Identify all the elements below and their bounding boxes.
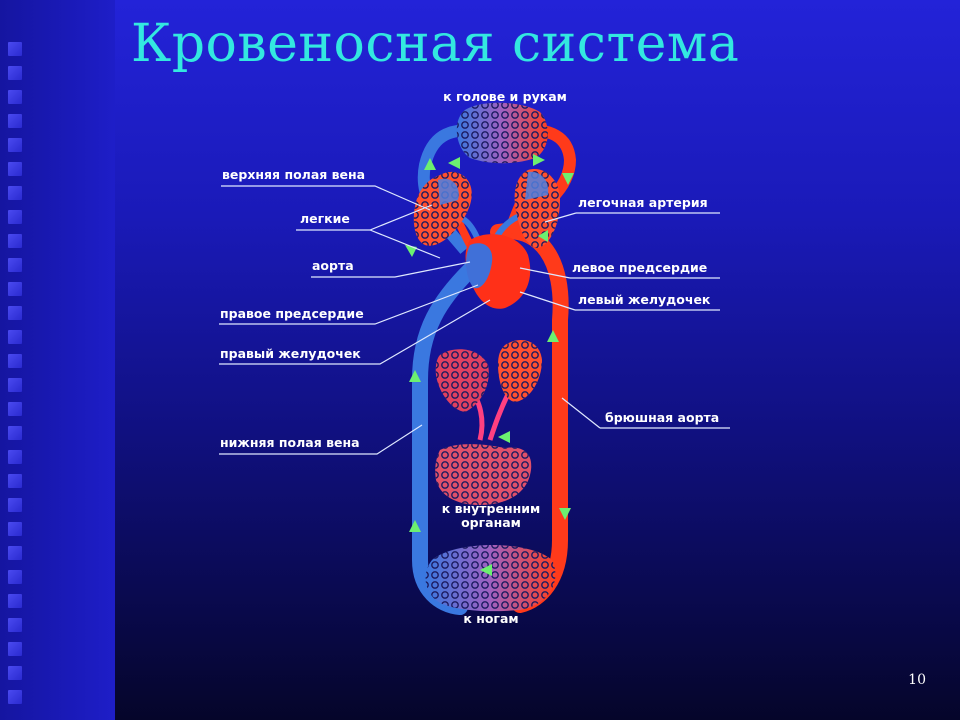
decoration-square (8, 594, 22, 608)
arrow-icon (498, 431, 510, 443)
decoration-square (8, 690, 22, 704)
label-legs: к ногам (463, 611, 518, 626)
label-right-ventricle: правый желудочек (220, 346, 361, 361)
decoration-square (8, 450, 22, 464)
flow-arrows (405, 154, 574, 576)
arrow-icon (480, 564, 492, 576)
label-internal-organs-line1: к внутренним (442, 501, 540, 516)
decoration-square (8, 522, 22, 536)
decoration-square (8, 114, 22, 128)
decoration-square (8, 618, 22, 632)
side-decoration-strip (0, 0, 115, 720)
label-aorta: аорта (312, 258, 354, 273)
arrow-icon (424, 158, 436, 170)
labels: к голове и рукам верхняя полая вена легк… (220, 89, 719, 626)
decoration-square (8, 66, 22, 80)
decoration-square (8, 402, 22, 416)
arrow-icon (538, 230, 548, 242)
label-superior-vena-cava: верхняя полая вена (222, 167, 365, 182)
label-internal-organs-line2: органам (461, 515, 521, 530)
arrow-icon (409, 370, 421, 382)
decoration-square (8, 162, 22, 176)
decoration-square (8, 90, 22, 104)
label-lungs: легкие (300, 211, 350, 226)
page-number: 10 (908, 672, 926, 688)
leader-lines (219, 185, 730, 455)
decoration-square (8, 642, 22, 656)
decoration-square (8, 306, 22, 320)
decoration-square (8, 258, 22, 272)
label-right-atrium: правое предсердие (220, 306, 364, 321)
label-left-ventricle: левый желудочек (578, 292, 711, 307)
label-abdominal-aorta: брюшная аорта (605, 410, 719, 425)
decoration-square (8, 210, 22, 224)
decoration-square (8, 282, 22, 296)
label-inferior-vena-cava: нижняя полая вена (220, 435, 360, 450)
arrow-icon (562, 173, 574, 185)
decoration-square (8, 138, 22, 152)
label-head-arms: к голове и рукам (443, 89, 567, 104)
decoration-square (8, 186, 22, 200)
decoration-square (8, 378, 22, 392)
decoration-square (8, 474, 22, 488)
capillary-beds (413, 102, 560, 612)
arrow-icon (547, 330, 559, 342)
decoration-square (8, 498, 22, 512)
decoration-square (8, 570, 22, 584)
decoration-square (8, 330, 22, 344)
label-left-atrium: левое предсердие (572, 260, 707, 275)
decoration-square (8, 546, 22, 560)
arrow-icon (533, 154, 545, 166)
arrow-icon (448, 157, 460, 169)
slide-title: Кровеносная система (131, 14, 740, 74)
decoration-square (8, 234, 22, 248)
label-pulmonary-artery: легочная артерия (578, 195, 708, 210)
decoration-square (8, 666, 22, 680)
arrow-icon (409, 520, 421, 532)
decoration-square (8, 354, 22, 368)
arrow-icon (559, 508, 571, 520)
decoration-square (8, 426, 22, 440)
decoration-square (8, 42, 22, 56)
